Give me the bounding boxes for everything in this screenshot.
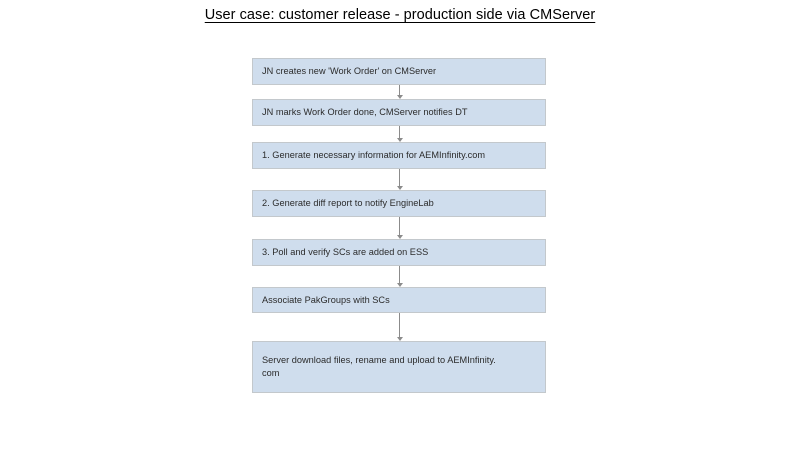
connector-arrow-4 <box>395 217 404 239</box>
page-title: User case: customer release - production… <box>0 6 800 25</box>
page-title-text: User case: customer release - production… <box>204 7 596 23</box>
connector-arrow-3 <box>395 169 404 190</box>
flow-node-2-label: JN marks Work Order done, CMServer notif… <box>262 107 468 118</box>
flow-node-3[interactable]: 1. Generate necessary information for AE… <box>252 142 546 169</box>
connector-arrow-5 <box>395 266 404 287</box>
connector-arrow-6 <box>395 313 404 341</box>
flow-node-5-label: 3. Poll and verify SCs are added on ESS <box>262 247 429 258</box>
flowchart: JN creates new 'Work Order' on CMServer … <box>252 0 548 450</box>
flow-node-1[interactable]: JN creates new 'Work Order' on CMServer <box>252 58 546 85</box>
flow-node-6-label: Associate PakGroups with SCs <box>262 294 390 305</box>
flow-node-6[interactable]: Associate PakGroups with SCs <box>252 287 546 313</box>
flow-node-7[interactable]: Server download files, rename and upload… <box>252 341 546 393</box>
flow-node-4-label: 2. Generate diff report to notify Engine… <box>262 198 434 209</box>
flow-node-4[interactable]: 2. Generate diff report to notify Engine… <box>252 190 546 217</box>
flow-node-7-label: Server download files, rename and upload… <box>262 355 496 378</box>
connector-arrow-1 <box>395 85 404 99</box>
flow-node-3-label: 1. Generate necessary information for AE… <box>262 150 486 161</box>
flow-node-5[interactable]: 3. Poll and verify SCs are added on ESS <box>252 239 546 266</box>
connector-arrow-2 <box>395 126 404 142</box>
flow-node-1-label: JN creates new 'Work Order' on CMServer <box>262 66 437 77</box>
flow-node-2[interactable]: JN marks Work Order done, CMServer notif… <box>252 99 546 126</box>
